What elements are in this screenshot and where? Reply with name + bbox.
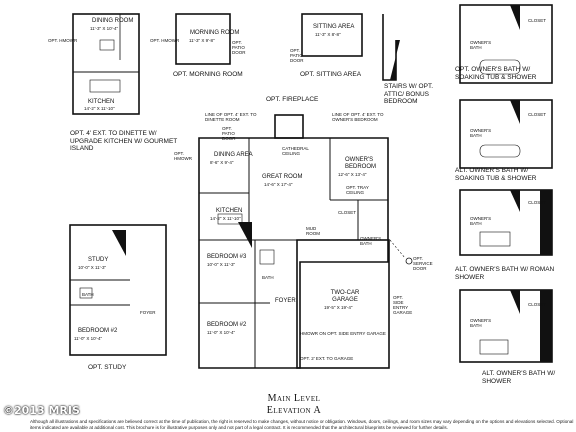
bath-3-caption: Alt. Owner's Bath w/ Roman Shower: [455, 266, 555, 281]
bath-4-closet: Closet: [528, 302, 547, 307]
main-patio-door: Opt. Patio Door: [222, 126, 236, 141]
fireplace-bump: [274, 114, 304, 139]
main-owners-bath: Owner's Bath: [360, 236, 382, 246]
morning-patio-door: Opt. Patio Door: [232, 40, 246, 55]
main-plan-outline: [198, 137, 389, 369]
main-kitchen-dim: 14'-2" x 11'-10": [210, 216, 241, 221]
side-entry-garage: Opt. Side Entry Garage: [393, 295, 413, 315]
hmowr-side-entry: HMOWR on Opt. Side Entry Garage: [300, 331, 386, 336]
study-label: Study: [88, 257, 109, 263]
study-bedroom-dim: 11'-0" x 10'-4": [74, 336, 103, 341]
sitting-caption: Opt. Sitting Area: [300, 71, 362, 78]
dinette-kitchen-dim: 14'-2" x 11'-10": [84, 106, 115, 111]
bath-1-label: Owner's Bath: [470, 40, 492, 50]
mud-room: Mud Room: [306, 226, 320, 236]
bath-1-closet: Closet: [528, 18, 547, 23]
dinette-inset-walls: [72, 13, 140, 115]
study-foyer-label: Foyer: [140, 310, 156, 315]
sitting-area-inset-walls: [301, 13, 363, 57]
bath-4-label: Owner's Bath: [470, 318, 492, 328]
main-foyer-label: Foyer: [275, 298, 296, 304]
bath-2-closet: Closet: [528, 112, 547, 117]
sitting-area-dim: 11'-3" x 8'-8": [315, 32, 341, 37]
bedroom-3-label: Bedroom #3: [207, 254, 247, 260]
sitting-area-label: Sitting Area: [313, 24, 355, 30]
study-caption: Opt. Study: [88, 364, 127, 371]
study-inset-walls: [69, 224, 167, 356]
bath-2-label: Owner's Bath: [470, 128, 492, 138]
watermark: ©2013 MRIS: [3, 404, 80, 417]
bath-3-closet: Closet: [528, 200, 547, 205]
garage-label: Two-Car Garage: [330, 290, 360, 303]
garage-walls: [296, 239, 390, 369]
sitting-patio-door: Opt. Patio Door: [290, 48, 304, 63]
morning-caption: Opt. Morning Room: [173, 71, 243, 78]
line-ext-dinette: Line of Opt. 4' Ext. to Dinette Room: [205, 112, 257, 122]
main-closet: Closet: [338, 210, 357, 215]
main-bath-label: Bath: [262, 275, 274, 280]
plan-title-line1: Main Level: [267, 393, 321, 404]
cathedral-ceiling: Cathedral Ceiling: [282, 146, 309, 156]
stairs-caption: Stairs w/ Opt. Attic/ Bonus Bedroom: [384, 83, 433, 105]
bath-inset-1-walls: [459, 4, 553, 84]
dinette-kitchen-label: Kitchen: [88, 99, 115, 105]
bath-2-caption: Alt. Owner's Bath w/ Soaking Tub & Showe…: [455, 167, 537, 182]
bath-4-caption: Alt. Owner's Bath w/ Shower: [482, 370, 556, 385]
dinette-hmowr: Opt. HMOWR: [48, 38, 78, 43]
dinette-dining-dim: 11'-3" x 10'-4": [90, 26, 119, 31]
study-dim: 10'-0" x 11'-3": [78, 265, 107, 270]
main-kitchen-label: Kitchen: [216, 208, 243, 214]
dinette-caption: Opt. 4' Ext. to Dinette w/ Upgrade Kitch…: [70, 130, 178, 152]
great-room-label: Great Room: [262, 174, 303, 180]
morning-room-inset-walls: [175, 13, 231, 65]
service-door: Opt. Service Door: [413, 256, 433, 271]
owner-bedroom-label: Owner's Bedroom: [345, 157, 377, 170]
bedroom-3-dim: 10'-0" x 11'-3": [207, 262, 236, 267]
great-room-dim: 14'-6" x 17'-4": [264, 182, 293, 187]
owner-bedroom-dim: 12'-6" x 13'-4": [338, 172, 367, 177]
bedroom-2-label: Bedroom #2: [207, 322, 247, 328]
fireplace-label: Opt. Fireplace: [266, 96, 319, 103]
dining-area-dim: 8'-6" x 9'-4": [210, 160, 234, 165]
morning-hmowr: Opt. HMOWR: [150, 38, 180, 43]
plan-title-line2: Elevation A: [266, 405, 322, 416]
morning-room-dim: 11'-3" x 9'-8": [189, 38, 215, 43]
dining-area-label: Dining Area: [214, 152, 253, 158]
bedroom-2-dim: 11'-0" x 10'-4": [207, 330, 236, 335]
main-stair-hatch: [238, 222, 252, 248]
line-ext-bedroom: Line of Opt. 4' Ext. to Owner's Bedroom: [332, 112, 384, 122]
bath-1-caption: Opt. Owner's Bath w/ Soaking Tub & Showe…: [455, 66, 537, 81]
garage-ext: Opt. 2' Ext. to Garage: [300, 356, 354, 361]
main-hmowr: Opt. HMOWR: [174, 151, 192, 161]
garage-dim: 19'-5" x 19'-4": [324, 305, 353, 310]
study-bedroom-label: Bedroom #2: [78, 328, 118, 334]
dinette-dining-label: Dining Room: [92, 18, 134, 24]
study-bath-label: Bath: [82, 292, 94, 297]
morning-room-label: Morning Room: [190, 30, 240, 36]
bath-3-label: Owner's Bath: [470, 216, 492, 226]
study-stair-hatch: [112, 230, 126, 256]
bath-inset-2-walls: [459, 99, 553, 169]
disclaimer-text: Although all illustrations and specifica…: [30, 419, 574, 430]
tray-ceiling: Opt. Tray Ceiling: [346, 185, 369, 195]
